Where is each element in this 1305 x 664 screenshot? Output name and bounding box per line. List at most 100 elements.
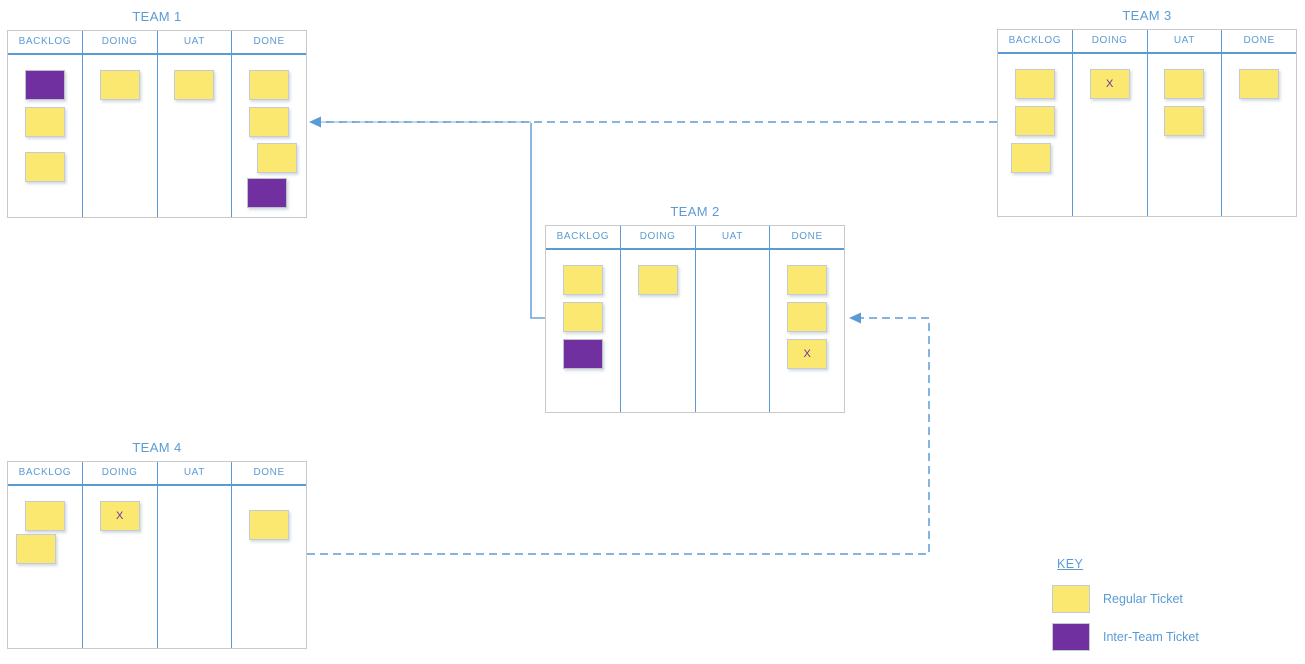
key-label: Regular Ticket [1103, 592, 1183, 606]
column-header: DONE [770, 226, 844, 250]
regular-ticket[interactable] [787, 302, 828, 332]
regular-ticket[interactable] [562, 265, 603, 295]
column-body [696, 250, 770, 412]
column-uat: UAT [694, 226, 770, 412]
column-body: X [83, 486, 157, 648]
regular-ticket[interactable] [249, 70, 290, 100]
column-header: BACKLOG [546, 226, 620, 250]
column-header: UAT [1147, 30, 1222, 54]
board-title: TEAM 1 [132, 9, 182, 24]
regular-ticket[interactable] [24, 107, 65, 137]
board-title: TEAM 4 [132, 440, 182, 455]
column-uat: UAT [156, 31, 232, 217]
regular-ticket[interactable] [174, 70, 215, 100]
regular-ticket-swatch [1052, 585, 1090, 613]
column-body [998, 54, 1072, 216]
regular-ticket[interactable] [1164, 69, 1205, 99]
key-row-inter-team: Inter-Team Ticket [1052, 623, 1199, 651]
column-header: UAT [157, 31, 232, 55]
regular-ticket[interactable] [257, 143, 298, 173]
kanban-frame: BACKLOG DOING X UAT DONE [997, 29, 1297, 217]
regular-ticket[interactable] [249, 107, 290, 137]
regular-ticket[interactable] [1010, 143, 1051, 173]
column-body [8, 55, 82, 217]
column-body [1222, 54, 1296, 216]
column-body [1148, 54, 1222, 216]
board-team-3: TEAM 3 BACKLOG DOING X UAT DONE [997, 7, 1297, 217]
key-label: Inter-Team Ticket [1103, 630, 1199, 644]
column-header: BACKLOG [998, 30, 1072, 54]
column-header: DONE [232, 31, 306, 55]
column-header: UAT [157, 462, 232, 486]
regular-ticket[interactable] [15, 534, 56, 564]
inter-team-ticket-swatch [1052, 623, 1090, 651]
regular-ticket[interactable] [24, 501, 65, 531]
inter-team-ticket[interactable] [562, 339, 603, 369]
kanban-frame: BACKLOG DOING UAT DONE X [545, 225, 845, 413]
kanban-frame: BACKLOG DOING UAT DONE [7, 30, 307, 218]
column-header: BACKLOG [8, 462, 82, 486]
board-team-4: TEAM 4 BACKLOG DOING X UAT DONE [7, 439, 307, 649]
board-team-1: TEAM 1 BACKLOG DOING UAT DONE [7, 8, 307, 218]
column-header: DONE [232, 462, 306, 486]
column-uat: UAT [156, 462, 232, 648]
regular-ticket[interactable]: X [1089, 69, 1130, 99]
column-body [621, 250, 695, 412]
key-title: KEY [1057, 557, 1084, 571]
column-body [8, 486, 82, 648]
ticket-label: X [803, 348, 811, 360]
arrowhead-into-team2 [849, 312, 861, 324]
board-title: TEAM 2 [670, 204, 720, 219]
column-doing: DOING [81, 31, 157, 217]
column-backlog: BACKLOG [998, 30, 1072, 216]
ticket-label: X [1105, 78, 1114, 90]
column-body [158, 486, 232, 648]
ticket-label: X [115, 510, 124, 522]
column-header: DONE [1222, 30, 1296, 54]
regular-ticket[interactable] [1014, 106, 1055, 136]
regular-ticket[interactable] [1239, 69, 1280, 99]
column-doing: DOING X [1071, 30, 1147, 216]
column-body: X [1073, 54, 1147, 216]
regular-ticket[interactable] [562, 302, 603, 332]
board-title: TEAM 3 [1122, 8, 1172, 23]
regular-ticket[interactable] [1014, 69, 1055, 99]
column-header: UAT [695, 226, 770, 250]
column-header: DOING [82, 31, 157, 55]
column-done: DONE X [769, 226, 844, 412]
column-body [546, 250, 620, 412]
regular-ticket[interactable] [1164, 106, 1205, 136]
board-team-2: TEAM 2 BACKLOG DOING UAT DONE X [545, 203, 845, 413]
column-header: BACKLOG [8, 31, 82, 55]
column-body [158, 55, 232, 217]
column-body [83, 55, 157, 217]
column-header: DOING [620, 226, 695, 250]
key-legend: KEY Regular Ticket Inter-Team Ticket [1052, 555, 1199, 661]
column-backlog: BACKLOG [8, 31, 82, 217]
regular-ticket[interactable] [249, 510, 290, 540]
column-doing: DOING X [81, 462, 157, 648]
arrowhead-into-team1 [309, 116, 321, 128]
regular-ticket[interactable] [787, 265, 828, 295]
column-backlog: BACKLOG [8, 462, 82, 648]
column-header: DOING [1072, 30, 1147, 54]
column-body: X [770, 250, 844, 412]
connector-team2-elbow [530, 123, 545, 319]
key-row-regular: Regular Ticket [1052, 585, 1199, 613]
column-done: DONE [231, 31, 306, 217]
column-doing: DOING [619, 226, 695, 412]
column-body [232, 55, 306, 217]
regular-ticket[interactable] [24, 152, 65, 182]
inter-team-ticket[interactable] [247, 178, 288, 208]
regular-ticket[interactable] [637, 265, 678, 295]
column-body [232, 486, 306, 648]
regular-ticket[interactable] [99, 70, 140, 100]
regular-ticket[interactable]: X [99, 501, 140, 531]
column-done: DONE [1221, 30, 1296, 216]
kanban-frame: BACKLOG DOING X UAT DONE [7, 461, 307, 649]
regular-ticket[interactable]: X [787, 339, 828, 369]
column-uat: UAT [1146, 30, 1222, 216]
column-backlog: BACKLOG [546, 226, 620, 412]
inter-team-ticket[interactable] [24, 70, 65, 100]
column-header: DOING [82, 462, 157, 486]
